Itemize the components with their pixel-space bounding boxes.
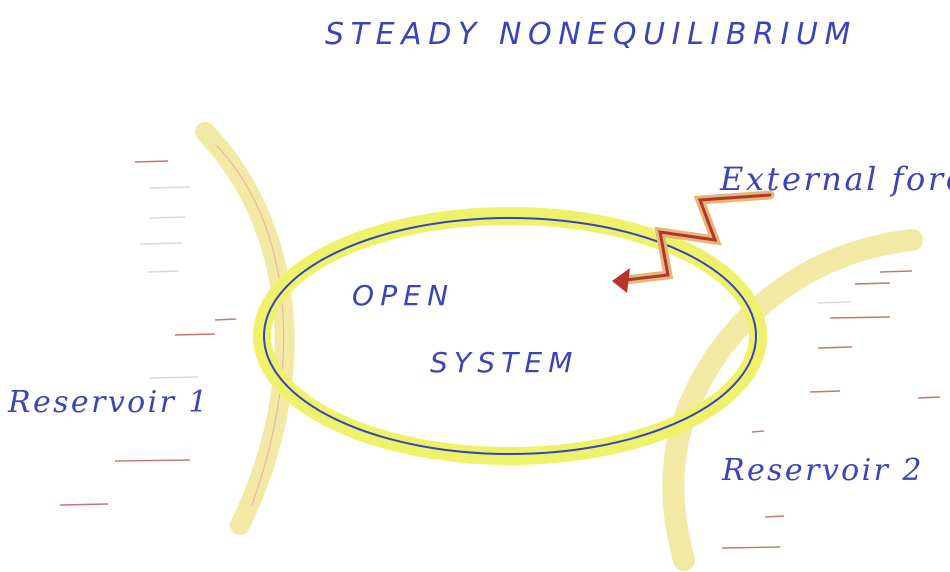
hatch-mark xyxy=(174,333,216,336)
arrowhead-icon xyxy=(612,268,630,293)
external-forcing-label: External forcing xyxy=(719,160,950,198)
hatch-mark xyxy=(147,270,179,273)
hatch-mark xyxy=(149,216,186,219)
reservoir-2-label: Reservoir 2 xyxy=(721,453,924,488)
hatch-mark xyxy=(879,270,913,273)
hatch-mark xyxy=(809,390,841,393)
hatch-mark xyxy=(829,316,891,319)
hatch-mark xyxy=(917,396,941,399)
diagram-title: STEADY NONEQUILIBRIUM xyxy=(325,17,857,52)
hatch-mark xyxy=(149,376,199,379)
reservoir-2-hatching xyxy=(721,270,941,549)
system-label: SYSTEM xyxy=(430,346,579,379)
hatch-mark xyxy=(721,546,781,549)
reservoir-2-wall xyxy=(662,229,923,571)
hatch-mark xyxy=(751,430,765,433)
hatch-mark xyxy=(817,346,853,349)
open-label: OPEN xyxy=(352,279,454,312)
hatch-mark xyxy=(149,186,191,189)
hatch-mark xyxy=(854,282,891,285)
reservoir-1-label: Reservoir 1 xyxy=(7,385,210,420)
hatch-mark xyxy=(214,318,237,321)
hatch-mark xyxy=(59,503,109,506)
hatch-mark xyxy=(139,242,183,245)
hatch-mark xyxy=(134,160,169,163)
hatch-mark xyxy=(764,515,785,518)
open-system-boundary xyxy=(253,207,767,465)
hatch-mark xyxy=(817,301,851,304)
hatch-mark xyxy=(114,459,191,462)
external-forcing-arrow xyxy=(612,190,775,293)
reservoir-1-wall xyxy=(195,122,295,535)
reservoir-1-hatching xyxy=(59,160,237,506)
